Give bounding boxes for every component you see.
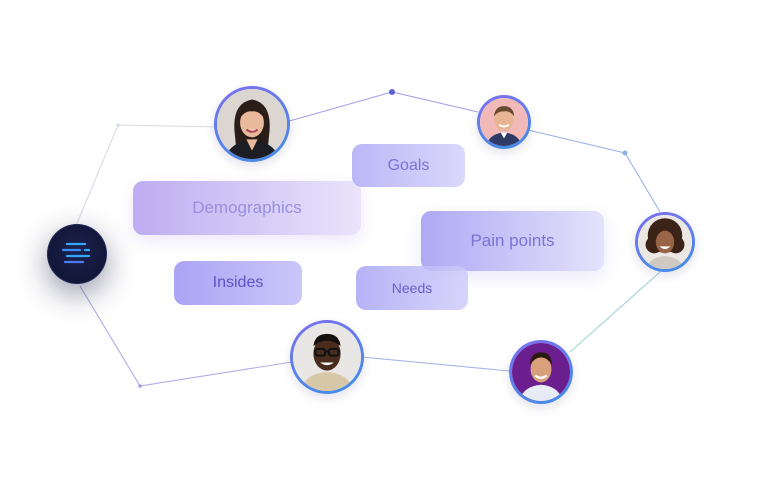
network-node xyxy=(116,123,120,127)
tag-needs[interactable]: Needs xyxy=(356,266,468,310)
tag-pain-points-label: Pain points xyxy=(470,231,555,250)
avatar-man-glasses[interactable] xyxy=(290,320,364,394)
tag-insides-label: Insides xyxy=(212,274,264,291)
menu-lines-icon xyxy=(61,242,91,264)
person-portrait-icon xyxy=(638,215,692,269)
person-portrait-icon xyxy=(217,89,287,159)
tag-pain-points[interactable]: Pain points xyxy=(421,211,604,271)
avatar-man-purple-bg[interactable] xyxy=(509,340,573,404)
tag-goals[interactable]: Goals xyxy=(352,144,465,187)
avatar-man-pink-bg[interactable] xyxy=(477,95,531,149)
network-node xyxy=(622,150,628,156)
person-portrait-icon xyxy=(293,323,361,391)
avatar-woman-curly-hair[interactable] xyxy=(635,212,695,272)
person-portrait-icon xyxy=(512,343,570,401)
hub-logo-button[interactable] xyxy=(47,224,107,284)
tag-demographics-label: Demographics xyxy=(192,198,302,217)
network-node xyxy=(138,384,142,388)
tag-insides[interactable]: Insides xyxy=(174,261,302,305)
avatar-woman-dark-hair[interactable] xyxy=(214,86,290,162)
person-portrait-icon xyxy=(480,98,528,146)
tag-goals-label: Goals xyxy=(387,156,430,174)
network-node xyxy=(389,89,395,95)
tag-demographics[interactable]: Demographics xyxy=(133,181,361,235)
tag-needs-label: Needs xyxy=(391,280,433,296)
